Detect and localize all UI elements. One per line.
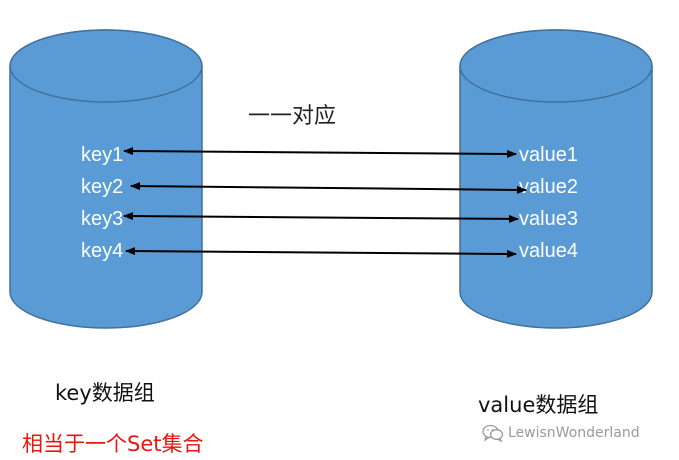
mapping-arrow-4 [125,247,517,258]
mapping-label: 一一对应 [248,104,337,129]
key-label-2: key2 [81,176,123,198]
watermark: LewisnWonderland [482,424,640,442]
value-label-4: value4 [519,240,578,262]
mapping-arrow-3 [123,212,519,223]
watermark-text: LewisnWonderland [508,425,640,441]
key-label-4: key4 [81,240,123,262]
value-label-1: value1 [519,144,578,166]
value-label-3: value3 [519,208,578,230]
value-cylinder-top [459,29,653,103]
mapping-arrow-1 [123,147,517,158]
set-note: 相当于一个Set集合 [22,432,204,456]
value-group-label: value数据组 [478,393,599,417]
wechat-icon [482,424,504,442]
key-label-1: key1 [81,144,123,166]
key-label-3: key3 [81,208,123,230]
value-label-2: value2 [519,176,578,198]
mapping-arrow-2 [130,182,527,194]
key-group-label: key数据组 [55,381,155,405]
key-cylinder-top [9,29,203,103]
